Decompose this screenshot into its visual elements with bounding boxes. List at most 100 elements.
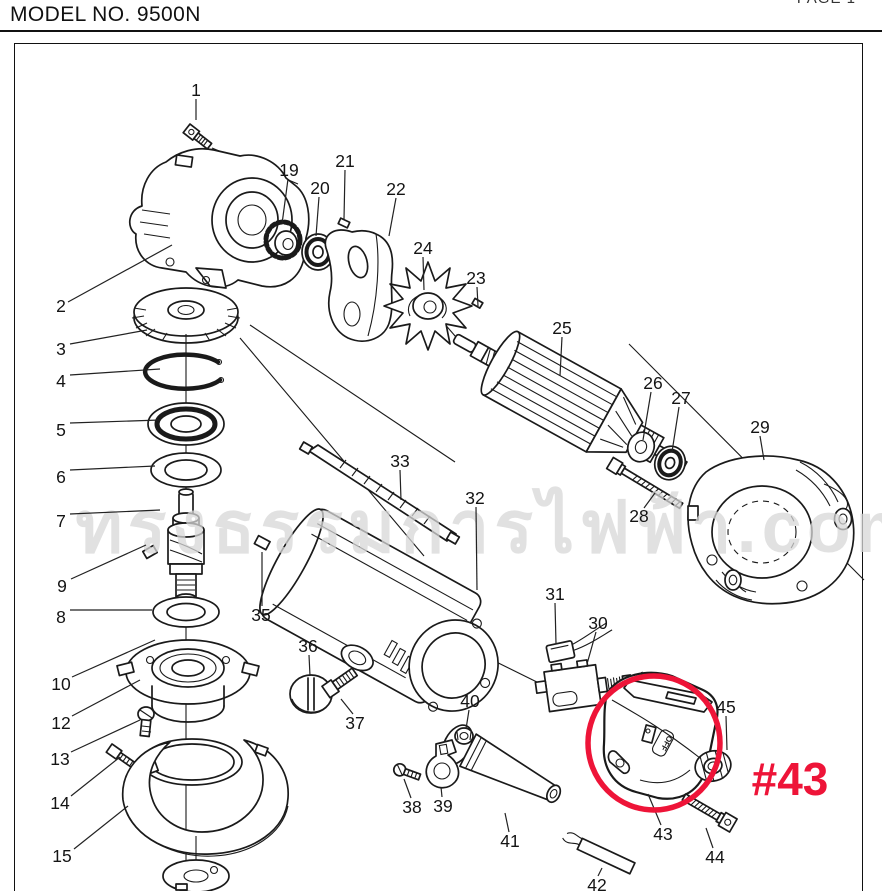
part-36-screw-cap bbox=[289, 674, 333, 714]
leader-line-42 bbox=[597, 867, 603, 877]
part-39-cord-clamp bbox=[425, 739, 460, 789]
leader-line-40 bbox=[465, 709, 470, 730]
part-26-retainer-ring bbox=[626, 431, 656, 463]
part-10-bearing-box bbox=[116, 639, 260, 723]
part-label-20: 20 bbox=[310, 178, 330, 198]
highlight-annotation: #43 bbox=[585, 673, 828, 813]
part-label-45: 45 bbox=[716, 697, 735, 717]
part-label-28: 28 bbox=[629, 506, 648, 526]
page-title: MODEL NO. 9500N bbox=[10, 3, 201, 26]
leader-line-4 bbox=[69, 368, 161, 376]
part-7-spindle bbox=[167, 488, 205, 603]
part-27-ball-bearing bbox=[653, 445, 687, 481]
part-label-2: 2 bbox=[56, 296, 66, 316]
leader-line-10 bbox=[71, 639, 156, 678]
part-22-baffle-plate bbox=[324, 229, 394, 342]
leader-line-28 bbox=[643, 492, 656, 509]
part-8-flat-washer bbox=[152, 596, 220, 628]
part-43-handle-cover: OFF bbox=[602, 671, 719, 800]
part-label-40: 40 bbox=[460, 691, 480, 711]
part-15-wheel-guard bbox=[121, 739, 289, 857]
leader-line-23 bbox=[476, 286, 479, 307]
part-label-27: 27 bbox=[671, 388, 690, 408]
leader-line-44 bbox=[705, 827, 714, 849]
leader-line-7 bbox=[69, 509, 161, 515]
diagram-frame bbox=[14, 43, 863, 891]
part-label-1: 1 bbox=[191, 80, 201, 100]
part-label-14: 14 bbox=[50, 793, 70, 813]
part-31-connector bbox=[545, 622, 613, 664]
part-9-pin bbox=[141, 544, 159, 560]
part-13-screw bbox=[137, 706, 155, 738]
leader-line-9 bbox=[70, 544, 147, 580]
part-24-fan bbox=[383, 261, 473, 351]
part-label-15: 15 bbox=[52, 846, 71, 866]
part-21-key bbox=[337, 217, 351, 229]
part-35-pin bbox=[253, 534, 271, 551]
part-label-12: 12 bbox=[51, 713, 70, 733]
part-6-washer-ring bbox=[150, 452, 222, 488]
part-label-39: 39 bbox=[433, 796, 452, 816]
part-29-stator bbox=[687, 455, 855, 605]
part-37-screw bbox=[321, 667, 359, 699]
watermark-text: ทรงธรรมการไฟฟ้า.com bbox=[75, 485, 882, 568]
highlight-circle bbox=[585, 673, 723, 813]
part-label-21: 21 bbox=[335, 151, 354, 171]
leader-line-41 bbox=[504, 812, 510, 833]
title-underline bbox=[0, 30, 882, 32]
part-label-8: 8 bbox=[56, 607, 66, 627]
part-label-30: 30 bbox=[588, 613, 608, 633]
leader-line-38 bbox=[403, 778, 412, 799]
part-label-41: 41 bbox=[500, 831, 519, 851]
part-label-4: 4 bbox=[56, 371, 66, 391]
leader-line-3 bbox=[69, 329, 148, 345]
leader-line-37 bbox=[340, 698, 354, 715]
part-label-43: 43 bbox=[653, 824, 672, 844]
part-label-36: 36 bbox=[298, 636, 317, 656]
part-5-ball-bearing bbox=[147, 402, 225, 446]
leader-line-24 bbox=[422, 256, 425, 291]
leader-line-26 bbox=[642, 391, 652, 441]
page-number: PAGE 1 bbox=[797, 0, 856, 7]
part-label-3: 3 bbox=[56, 339, 66, 359]
part-label-42: 42 bbox=[587, 875, 606, 891]
leader-line-19 bbox=[281, 178, 289, 225]
leader-line-25 bbox=[559, 336, 563, 377]
part-label-44: 44 bbox=[705, 847, 725, 867]
part-33-brush-plate-strip bbox=[298, 441, 461, 545]
part-14-bolt bbox=[105, 743, 138, 770]
part-2-gear-housing bbox=[128, 147, 310, 289]
part-28-through-bolt bbox=[605, 456, 684, 510]
leader-line-22 bbox=[388, 197, 397, 237]
leader-line-33 bbox=[399, 469, 402, 501]
part-label-23: 23 bbox=[466, 268, 485, 288]
part-1-screw bbox=[182, 123, 213, 150]
part-label-35: 35 bbox=[251, 605, 270, 625]
part-label-38: 38 bbox=[402, 797, 421, 817]
part-labels-layer: 1234567981012131415192021222423252627292… bbox=[50, 80, 769, 891]
part-label-13: 13 bbox=[50, 749, 69, 769]
part-label-22: 22 bbox=[386, 179, 405, 199]
leader-line-5 bbox=[69, 419, 161, 424]
leader-line-31 bbox=[554, 602, 557, 645]
leader-line-20 bbox=[315, 196, 320, 237]
part-label-25: 25 bbox=[552, 318, 571, 338]
leader-line-27 bbox=[671, 406, 680, 453]
leader-line-45 bbox=[725, 715, 728, 751]
leader-line-13 bbox=[70, 719, 141, 753]
part-label-19: 19 bbox=[279, 160, 298, 180]
part-label-9: 9 bbox=[57, 576, 67, 596]
part-label-37: 37 bbox=[345, 713, 364, 733]
part-3-bevel-gear bbox=[131, 287, 241, 344]
leader-line-39 bbox=[440, 786, 443, 798]
part-44-bolt bbox=[681, 793, 738, 833]
leader-line-32 bbox=[475, 506, 478, 591]
part-label-5: 5 bbox=[56, 420, 66, 440]
leader-line-6 bbox=[69, 465, 156, 471]
leader-line-30 bbox=[586, 631, 597, 665]
part-label-24: 24 bbox=[413, 238, 433, 258]
part-label-33: 33 bbox=[390, 451, 409, 471]
leader-line-12 bbox=[71, 679, 141, 717]
